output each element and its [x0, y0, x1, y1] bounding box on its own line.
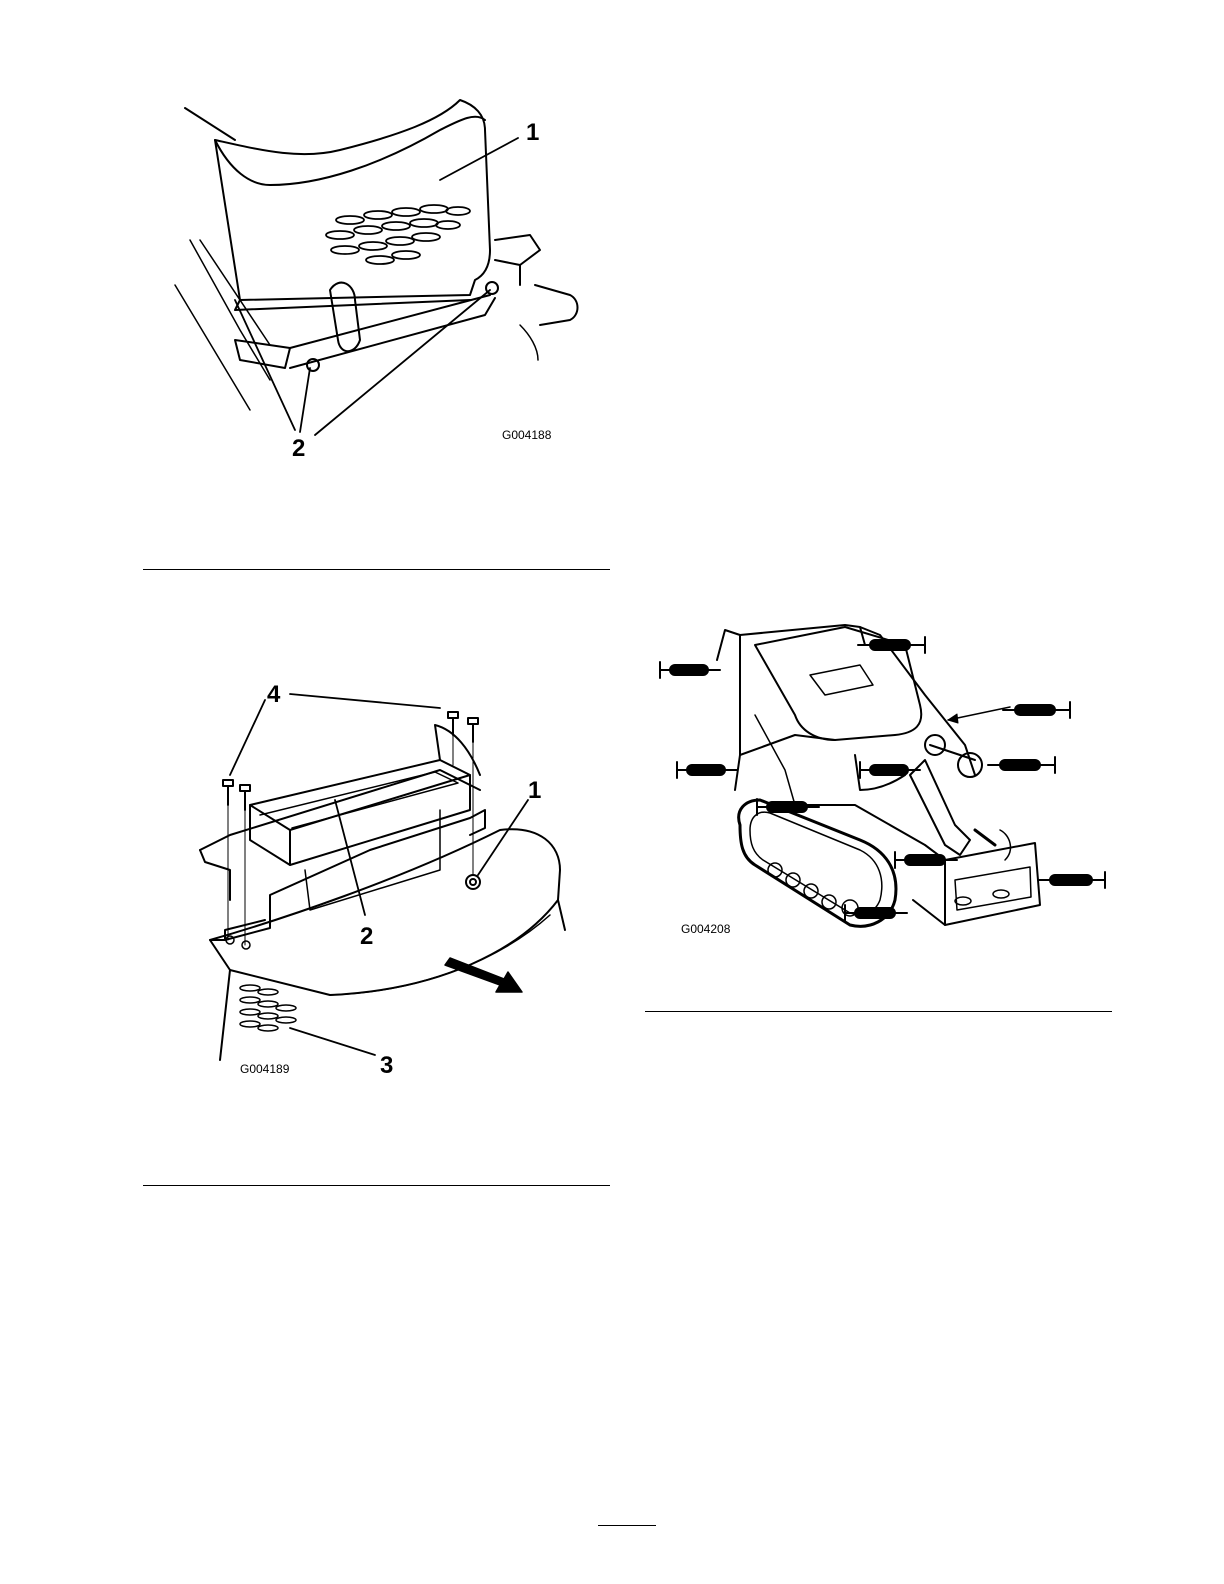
callout-1: 1: [528, 777, 541, 804]
callout-3: 3: [380, 1052, 393, 1079]
figure-grease-points-drawing: G004208: [645, 615, 1115, 945]
figure-id: G004189: [240, 1062, 290, 1076]
callout-2: 2: [360, 923, 373, 950]
callout-4: 4: [267, 681, 281, 708]
callout-2: 2: [292, 435, 305, 462]
figure-id: G004188: [502, 428, 552, 442]
figure-divider: [143, 569, 610, 570]
figure-divider: [645, 1011, 1112, 1012]
figure-grease-points: G004208: [645, 615, 1115, 945]
figure-air-cleaner-cover-drawing: 1 2 G004188: [140, 90, 610, 470]
figure-id: G004208: [681, 922, 731, 936]
figure-divider: [143, 1185, 610, 1186]
callout-1: 1: [526, 119, 539, 146]
page-footer-rule: [598, 1525, 656, 1526]
figure-air-cleaner-bracket: 4 1 2 3 G004189: [140, 670, 610, 1080]
figure-air-cleaner-bracket-drawing: 4 1 2 3 G004189: [140, 670, 610, 1080]
figure-air-cleaner-cover: 1 2 G004188: [140, 90, 610, 470]
